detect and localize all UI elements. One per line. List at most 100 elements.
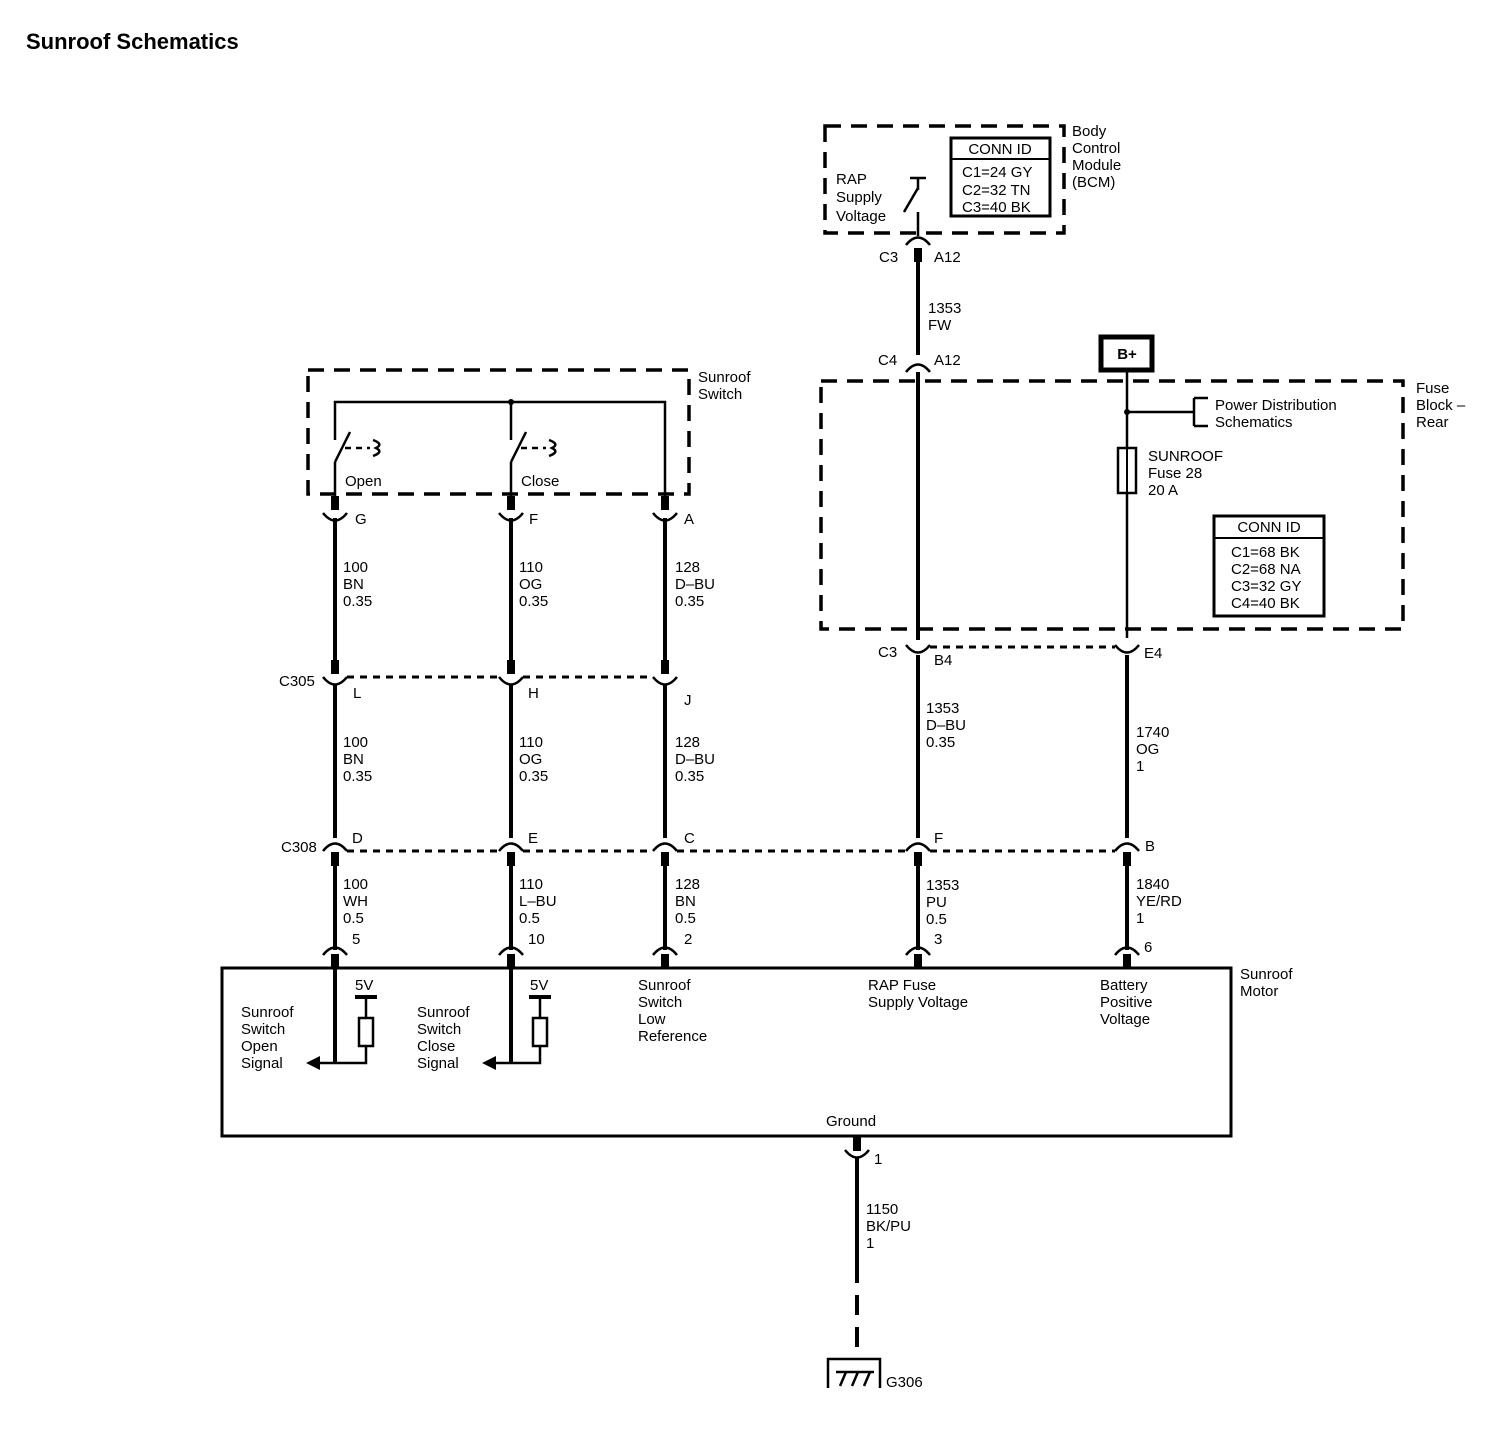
svg-text:OG: OG [519, 751, 542, 768]
svg-text:Supply: Supply [836, 189, 882, 206]
wire-label-128-upper: 128 D–BU 0.35 [675, 559, 715, 610]
svg-text:Module: Module [1072, 157, 1121, 174]
svg-text:1353: 1353 [926, 877, 959, 894]
svg-text:OG: OG [1136, 741, 1159, 758]
svg-text:1353: 1353 [928, 300, 961, 317]
motor-pin-3: 3 [934, 931, 942, 948]
svg-text:C1=68 BK: C1=68 BK [1231, 544, 1300, 561]
svg-text:(BCM): (BCM) [1072, 174, 1115, 191]
svg-text:0.5: 0.5 [675, 910, 696, 927]
svg-text:RAP Fuse: RAP Fuse [868, 977, 936, 994]
svg-text:D–BU: D–BU [926, 717, 966, 734]
svg-text:Sunroof: Sunroof [1240, 966, 1293, 983]
motor-ground-pin: 1 [874, 1151, 882, 1168]
svg-text:110: 110 [519, 559, 543, 576]
svg-text:0.35: 0.35 [519, 768, 548, 785]
svg-text:0.5: 0.5 [926, 911, 947, 928]
svg-text:BN: BN [675, 893, 696, 910]
svg-text:1840: 1840 [1136, 876, 1169, 893]
c308-connector [322, 842, 1140, 866]
svg-text:WH: WH [343, 893, 368, 910]
wire-label-1353-lower: 1353 PU 0.5 [926, 877, 959, 928]
svg-text:0.35: 0.35 [343, 593, 372, 610]
svg-text:Rear: Rear [1416, 414, 1449, 431]
svg-text:Switch: Switch [638, 994, 682, 1011]
fuse-block-out-pin-batt: E4 [1144, 645, 1162, 662]
motor-pin-5: 5 [352, 931, 360, 948]
wire-label-110-lower: 110 L–BU 0.5 [519, 876, 557, 927]
svg-text:BN: BN [343, 751, 364, 768]
sunroof-switch-box [306, 368, 691, 496]
svg-text:1150: 1150 [866, 1201, 898, 1218]
svg-text:Body: Body [1072, 123, 1107, 140]
fuse-block-in-connector: C4 [878, 352, 897, 369]
svg-text:YE/RD: YE/RD [1136, 893, 1182, 910]
svg-text:Sunroof: Sunroof [417, 1004, 470, 1021]
motor-pin-6: 6 [1144, 939, 1152, 956]
ground-symbol [826, 1357, 882, 1388]
svg-text:0.35: 0.35 [343, 768, 372, 785]
fuse-block-conn-id-table: CONN ID C1=68 BK C2=68 NA C3=32 GY C4=40… [1212, 514, 1326, 618]
svg-text:Schematics: Schematics [1215, 414, 1293, 431]
wire-label-128-mid: 128 D–BU 0.35 [675, 734, 715, 785]
c305-connector [322, 660, 678, 686]
c308-pin-e: E [528, 830, 538, 847]
svg-text:BN: BN [343, 576, 364, 593]
fuse-block-name: Fuse Block – Rear [1416, 380, 1466, 431]
svg-text:Sunroof: Sunroof [241, 1004, 294, 1021]
svg-text:C2=68 NA: C2=68 NA [1231, 561, 1301, 578]
switch-connector [322, 496, 678, 522]
wire-label-100-mid: 100 BN 0.35 [343, 734, 372, 785]
svg-text:Positive: Positive [1100, 994, 1153, 1011]
wire-label-1353-mid: 1353 D–BU 0.35 [926, 700, 966, 751]
battery-label: B+ [1117, 346, 1137, 363]
bcm-box [823, 124, 1066, 235]
svg-text:Battery: Battery [1100, 977, 1148, 994]
ground-connector [844, 1137, 870, 1159]
c305-pin-l: L [353, 685, 361, 702]
svg-text:C2=32 TN: C2=32 TN [962, 182, 1031, 199]
svg-text:Supply Voltage: Supply Voltage [868, 994, 968, 1011]
fuse-block-in-pin: A12 [934, 352, 961, 369]
wire-label-128-lower: 128 BN 0.5 [675, 876, 700, 927]
motor-pin-10: 10 [528, 931, 545, 948]
svg-text:D–BU: D–BU [675, 576, 715, 593]
svg-text:Motor: Motor [1240, 983, 1278, 1000]
c305-pin-h: H [528, 685, 539, 702]
svg-text:L–BU: L–BU [519, 893, 557, 910]
svg-text:0.35: 0.35 [926, 734, 955, 751]
fuse-block-out-connector: C3 [878, 644, 897, 661]
close-switch-symbol [509, 431, 557, 508]
switch-pin-g: G [355, 511, 367, 528]
low-ref-label: Sunroof Switch Low Reference [638, 977, 707, 1045]
bcm-connector-symbol [905, 236, 931, 246]
svg-text:110: 110 [519, 734, 543, 751]
svg-text:Fuse: Fuse [1416, 380, 1449, 397]
motor-ground-label: Ground [826, 1113, 876, 1130]
wire-label-100-upper: 100 BN 0.35 [343, 559, 372, 610]
rap-wire-top-label: 1353 FW [928, 300, 961, 334]
ground-point-label: G306 [886, 1374, 923, 1391]
bcm-conn-id-table: CONN ID C1=24 GY C2=32 TN C3=40 BK [949, 136, 1052, 218]
svg-text:Fuse 28: Fuse 28 [1148, 465, 1202, 482]
battery-voltage-label: Battery Positive Voltage [1100, 977, 1153, 1028]
svg-text:Switch: Switch [241, 1021, 285, 1038]
bcm-supply-switch [902, 176, 926, 236]
svg-text:Signal: Signal [241, 1055, 283, 1072]
svg-text:C3=32 GY: C3=32 GY [1231, 578, 1301, 595]
svg-text:128: 128 [675, 876, 700, 893]
svg-text:1353: 1353 [926, 700, 959, 717]
switch-pin-f: F [529, 511, 538, 528]
svg-text:Control: Control [1072, 140, 1120, 157]
open-signal-label: Sunroof Switch Open Signal [241, 1004, 294, 1072]
svg-text:0.5: 0.5 [519, 910, 540, 927]
fuse-block-box [819, 379, 1405, 631]
svg-text:100: 100 [343, 734, 368, 751]
svg-text:Switch: Switch [417, 1021, 461, 1038]
svg-text:20 A: 20 A [1148, 482, 1178, 499]
page-title: Sunroof Schematics [26, 29, 239, 54]
open-signal-5v: 5V [355, 977, 373, 994]
svg-text:100: 100 [343, 876, 368, 893]
close-signal-label: Sunroof Switch Close Signal [417, 1004, 470, 1072]
open-signal-circuit [306, 968, 377, 1070]
